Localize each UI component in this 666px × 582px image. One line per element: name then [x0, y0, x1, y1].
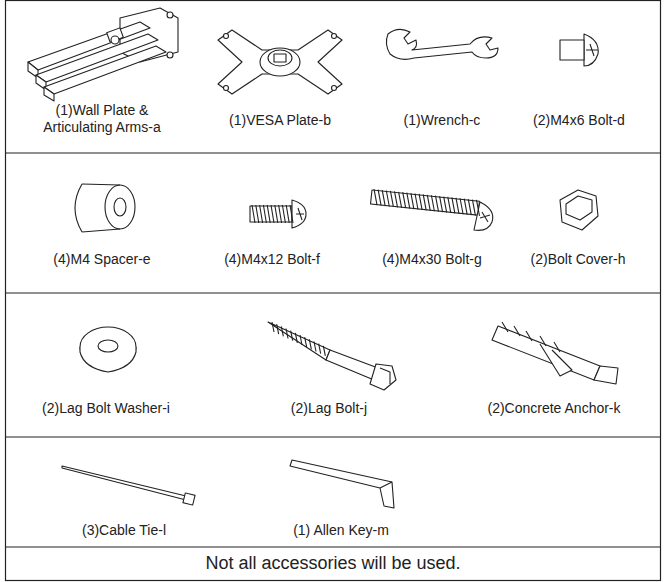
- part-label: (2)Lag Bolt-j: [291, 400, 367, 417]
- thread-stroke: [279, 205, 282, 223]
- part-label: (2)M4x6 Bolt-d: [533, 112, 625, 129]
- thread-stroke: [468, 199, 471, 215]
- thread-stroke: [403, 192, 406, 208]
- thread-stroke: [444, 197, 447, 213]
- thread-stroke: [305, 337, 307, 347]
- thread-stroke: [281, 326, 283, 336]
- thread-stroke: [290, 205, 293, 223]
- thread-stroke: [252, 205, 255, 223]
- thread-stroke: [460, 198, 463, 214]
- thread-stroke: [374, 189, 377, 205]
- thread-stroke: [286, 205, 289, 223]
- thread-stroke: [291, 331, 293, 341]
- thread-stroke: [411, 193, 414, 209]
- thread-stroke: [300, 335, 302, 345]
- thread-stroke: [378, 190, 381, 206]
- m4-spacer: [70, 180, 136, 232]
- part-label: (1)VESA Plate-b: [229, 112, 331, 129]
- thread-stroke: [382, 190, 385, 206]
- thread-stroke: [386, 191, 389, 207]
- thread-stroke: [419, 194, 422, 210]
- part-label: (3)Cable Tie-l: [82, 522, 166, 539]
- part-label: (2)Lag Bolt Washer-i: [42, 400, 170, 417]
- concrete-anchor: [492, 322, 618, 384]
- thread-stroke: [309, 339, 311, 349]
- thread-stroke: [415, 194, 418, 210]
- lag-bolt-washer: [80, 327, 136, 372]
- thread-stroke: [263, 205, 266, 223]
- thread-stroke: [323, 346, 325, 356]
- thread-stroke: [271, 205, 274, 223]
- thread-stroke: [319, 344, 321, 354]
- part-label: (2)Concrete Anchor-k: [487, 400, 620, 417]
- thread-stroke: [314, 342, 316, 352]
- thread-stroke: [395, 191, 398, 207]
- part-label: (4)M4 Spacer-e: [53, 251, 150, 268]
- thread-stroke: [427, 195, 430, 211]
- thread-stroke: [464, 199, 467, 215]
- part-label: (1)Wall Plate & Articulating Arms-a: [27, 102, 177, 136]
- thread-stroke: [456, 198, 459, 214]
- m4x6-bolt: [560, 34, 598, 66]
- thread-stroke: [407, 193, 410, 209]
- vesa-plate: [218, 30, 342, 94]
- thread-stroke: [436, 196, 439, 212]
- allen-key: [290, 460, 394, 508]
- thread-stroke: [472, 200, 475, 216]
- thread-stroke: [286, 329, 288, 339]
- part-label: (1) Allen Key-m: [293, 522, 389, 539]
- thread-stroke: [272, 322, 274, 332]
- thread-stroke: [390, 191, 393, 207]
- thread-stroke: [399, 192, 402, 208]
- wall-plate-arms: [28, 8, 178, 101]
- thread-stroke: [448, 197, 451, 213]
- part-label: (4)M4x12 Bolt-f: [224, 251, 320, 268]
- part-label: (1)Wrench-c: [404, 112, 481, 129]
- wrench: [386, 29, 498, 59]
- thread-stroke: [431, 195, 434, 211]
- bolt-cover: [560, 190, 598, 230]
- thread-stroke: [275, 205, 278, 223]
- thread-stroke: [440, 196, 443, 212]
- m4x12-bolt: [250, 200, 306, 228]
- thread-stroke: [256, 205, 259, 223]
- part-label: (4)M4x30 Bolt-g: [382, 251, 482, 268]
- m4x30-bolt: [371, 190, 493, 230]
- thread-stroke: [477, 200, 480, 216]
- thread-stroke: [282, 205, 285, 223]
- footnote: Not all accessories will be used.: [205, 553, 460, 573]
- thread-stroke: [295, 333, 297, 343]
- thread-stroke: [423, 194, 426, 210]
- thread-stroke: [452, 197, 455, 213]
- thread-stroke: [260, 205, 263, 223]
- table-border: [6, 1, 661, 581]
- cable-tie: [62, 466, 195, 505]
- part-label: (2)Bolt Cover-h: [531, 251, 626, 268]
- thread-stroke: [267, 205, 270, 223]
- lag-bolt: [268, 322, 396, 390]
- thread-stroke: [277, 324, 279, 334]
